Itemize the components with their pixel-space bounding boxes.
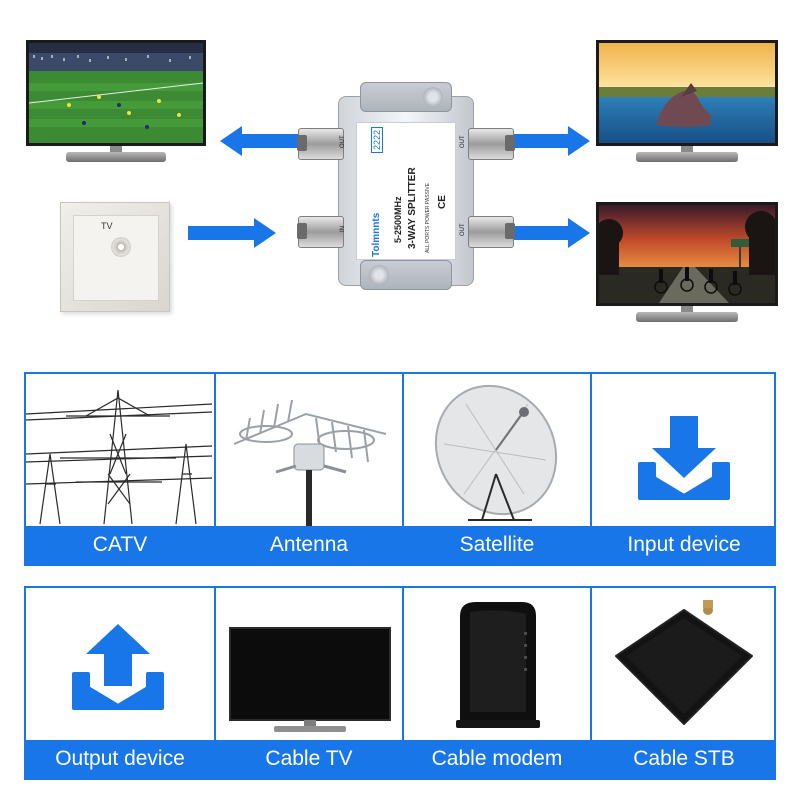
outputs-grid: Output device Cable TV Cable mod	[24, 586, 776, 780]
download-tray-icon	[638, 416, 730, 500]
splitter-note: ALL PORTS POWER PASSIVE	[425, 183, 431, 253]
output-caption-cable-modem: Cable modem	[404, 740, 590, 778]
tv-hippo	[596, 40, 778, 165]
port-label-in: IN	[340, 226, 346, 232]
source-satellite: Satellite	[402, 374, 590, 564]
source-caption-antenna: Antenna	[216, 526, 402, 564]
output-caption-cable-tv: Cable TV	[216, 740, 402, 778]
soccer-scene	[29, 43, 203, 143]
source-catv: CATV	[25, 374, 214, 564]
modem-icon	[456, 602, 540, 728]
splitter-label: Tolmnnts 2222 5-2500MHz 3-WAY SPLITTER A…	[356, 122, 456, 260]
splitter-brand: Tolmnnts	[371, 212, 382, 257]
port-label-out-left: OUT	[340, 135, 346, 148]
sources-grid: CATV Antenna	[24, 372, 776, 566]
set-top-box-icon	[615, 600, 753, 725]
splitter-name: 3-WAY SPLITTER	[407, 167, 418, 249]
output-caption-device: Output device	[26, 740, 214, 778]
source-input-device: Input device	[590, 374, 776, 564]
three-way-splitter: Tolmnnts 2222 5-2500MHz 3-WAY SPLITTER A…	[297, 76, 515, 302]
splitter-model: 2222	[371, 126, 383, 153]
output-device: Output device	[26, 588, 214, 778]
arrow-right-out-top	[514, 126, 590, 156]
port-in	[297, 216, 344, 248]
tv-wall-plate: TV	[60, 202, 170, 312]
wall-plate-label: TV	[101, 221, 113, 231]
upload-tray-icon	[72, 624, 164, 710]
output-caption-cable-stb: Cable STB	[592, 740, 776, 778]
source-caption-satellite: Satellite	[404, 526, 590, 564]
source-caption-catv: CATV	[26, 526, 214, 564]
screw-icon	[369, 265, 389, 285]
port-out-right-top	[468, 128, 515, 160]
screw-icon	[423, 87, 443, 107]
arrow-left-out	[220, 126, 310, 156]
arrow-right-out-bottom	[514, 218, 590, 248]
bikes-scene	[599, 205, 775, 303]
coax-jack-icon	[111, 237, 131, 257]
source-antenna: Antenna	[214, 374, 402, 564]
source-caption-input-device: Input device	[592, 526, 776, 564]
output-cable-tv: Cable TV	[214, 588, 402, 778]
antenna-icon	[233, 399, 387, 528]
output-cable-modem: Cable modem	[402, 588, 590, 778]
splitter-frequency: 5-2500MHz	[393, 196, 403, 243]
arrow-right-in	[188, 218, 276, 248]
port-label-out-right-bottom: OUT	[460, 223, 466, 236]
output-cable-stb: Cable STB	[590, 588, 776, 778]
tv-icon	[229, 627, 391, 732]
tv-soccer	[26, 40, 206, 165]
port-out-left	[297, 128, 344, 160]
satellite-dish-icon	[434, 384, 558, 521]
tv-kids-bikes	[596, 202, 778, 327]
hippo-scene	[599, 43, 775, 143]
port-out-right-bottom	[468, 216, 515, 248]
power-tower-icon	[25, 389, 213, 525]
ce-mark: CE	[437, 195, 448, 209]
port-label-out-right-top: OUT	[460, 135, 466, 148]
